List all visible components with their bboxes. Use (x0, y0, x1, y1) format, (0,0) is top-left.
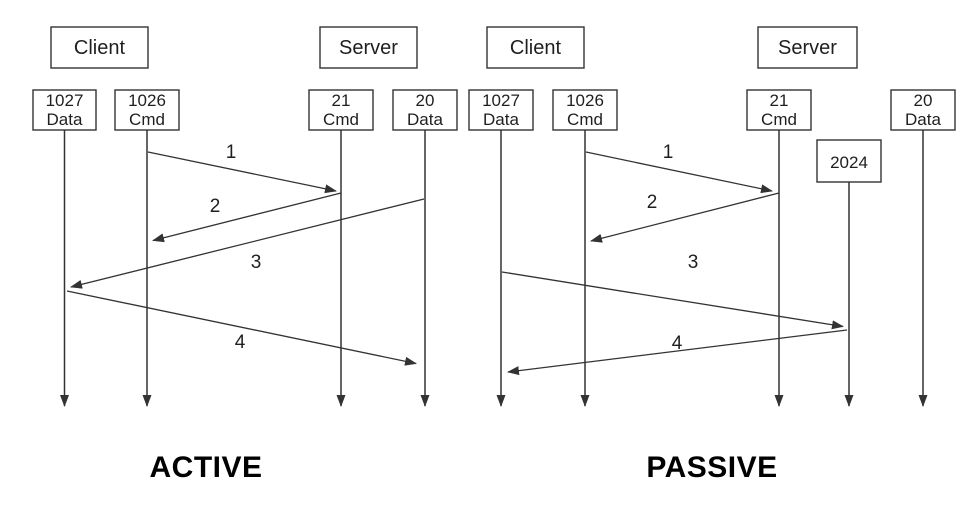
passive-message-1-arrow (585, 151, 773, 194)
passive-port-2024-number: 2024 (830, 153, 868, 172)
passive-port-1027-type: Data (483, 110, 519, 129)
passive-port-1027-number: 1027 (482, 91, 520, 110)
active-client-box (50, 26, 149, 69)
passive-diagram: Client Server 1027 Data 1026 Cmd 21 Cmd … (468, 26, 956, 484)
active-port-1026-number: 1026 (128, 91, 166, 110)
active-message-4-label: 4 (235, 332, 246, 353)
active-caption: ACTIVE (149, 451, 262, 484)
passive-server-box (757, 26, 858, 69)
active-server-label: Server (339, 37, 398, 59)
active-port-20-data-box (392, 89, 458, 131)
passive-client-box (486, 26, 585, 69)
passive-port-20-type: Data (905, 110, 941, 129)
passive-port-1026-type: Cmd (567, 110, 603, 129)
active-message-2-arrow (152, 192, 342, 243)
active-message-4-arrow (66, 290, 417, 366)
passive-message-4-arrow (507, 329, 848, 376)
passive-port-21-cmd-box (746, 89, 812, 131)
passive-port-21-type: Cmd (761, 110, 797, 129)
active-port-20-type: Data (407, 110, 443, 129)
passive-message-1-label: 1 (663, 142, 674, 163)
active-message-2-label: 2 (210, 196, 221, 217)
passive-message-2-arrow (590, 192, 780, 243)
passive-message-4-label: 4 (672, 333, 683, 354)
passive-message-3-label: 3 (688, 252, 699, 273)
passive-message-3-arrow (501, 271, 844, 330)
active-message-3-arrow (70, 198, 425, 289)
active-port-21-type: Cmd (323, 110, 359, 129)
active-server-box (319, 26, 418, 69)
active-port-1027-type: Data (47, 110, 83, 129)
active-port-1027-number: 1027 (46, 91, 84, 110)
passive-port-20-number: 20 (914, 91, 933, 110)
active-message-1-label: 1 (226, 142, 237, 163)
passive-port-2024-box (816, 139, 882, 183)
passive-server-label: Server (778, 37, 837, 59)
passive-port-21-number: 21 (770, 91, 789, 110)
active-port-20-number: 20 (416, 91, 435, 110)
active-port-21-number: 21 (332, 91, 351, 110)
active-port-1026-cmd-box (114, 89, 180, 131)
active-message-1-arrow (147, 151, 337, 194)
passive-client-label: Client (510, 37, 562, 59)
passive-message-2-label: 2 (647, 192, 658, 213)
active-client-label: Client (74, 37, 126, 59)
passive-port-1027-data-box (468, 89, 534, 131)
passive-port-20-data-box (890, 89, 956, 131)
active-port-1026-type: Cmd (129, 110, 165, 129)
active-diagram: Client Server 1027 Data 1026 Cmd 21 Cmd … (32, 26, 458, 484)
passive-port-1026-cmd-box (552, 89, 618, 131)
passive-port-1026-number: 1026 (566, 91, 604, 110)
passive-caption: PASSIVE (646, 451, 777, 484)
active-message-3-label: 3 (251, 252, 262, 273)
